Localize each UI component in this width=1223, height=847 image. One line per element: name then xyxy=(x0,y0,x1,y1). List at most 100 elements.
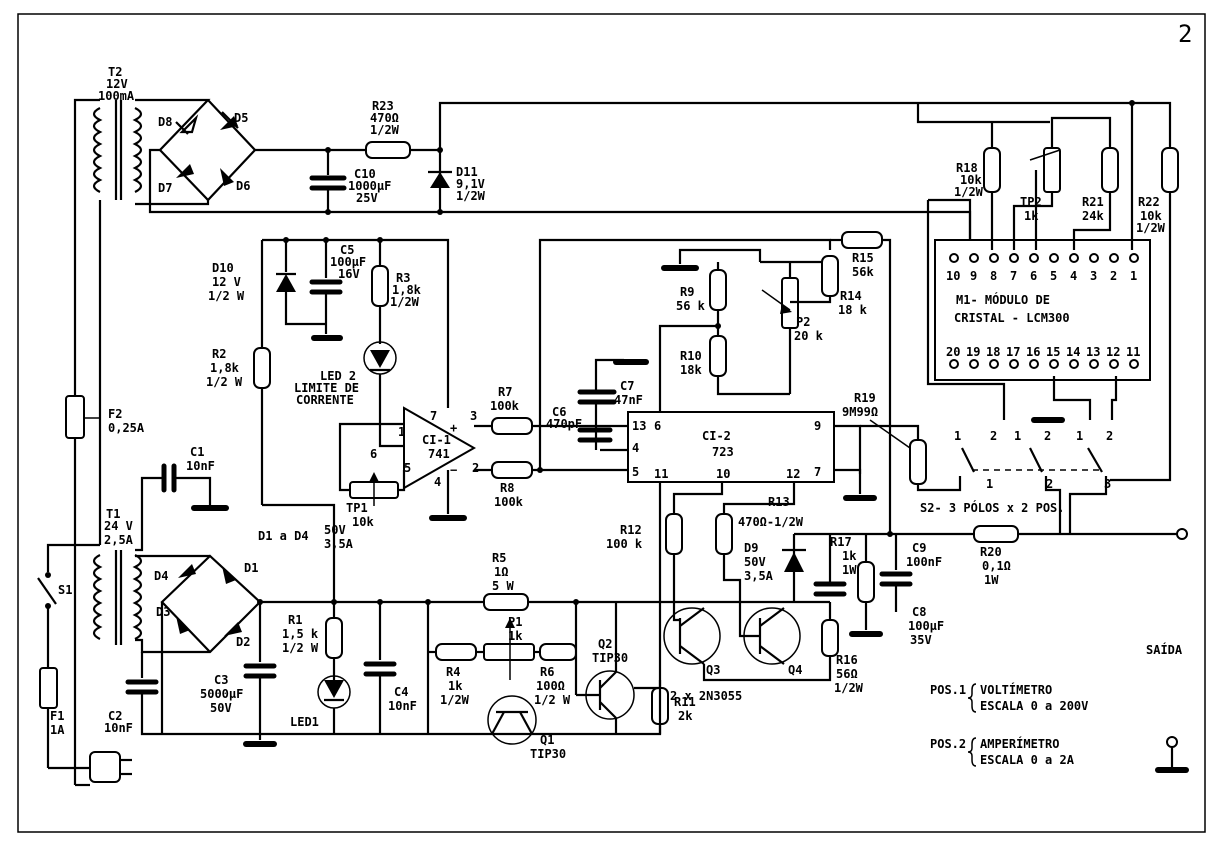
label-d10-name: D10 xyxy=(212,261,234,275)
m1-bottom-pin-20 xyxy=(949,359,959,369)
selector-switch-s2[interactable] xyxy=(961,447,1103,473)
label-tp1-name: TP1 xyxy=(346,501,368,515)
pin-s2-c2: 2 xyxy=(1106,429,1113,443)
output-terminal-ground[interactable] xyxy=(1166,736,1178,748)
brace-pos2 xyxy=(967,737,977,767)
label-r12-name: R12 xyxy=(620,523,642,537)
pin-ci1-7: 7 xyxy=(430,409,437,423)
pin-ci1-minus: − xyxy=(450,463,457,477)
label-r23-value: 470Ω xyxy=(370,111,399,125)
label-c5-value: 100μF xyxy=(330,255,366,269)
label-t1-name: T1 xyxy=(106,507,120,521)
label-r16-name: R16 xyxy=(836,653,858,667)
label-r20-power: 1W xyxy=(984,573,999,587)
pin-s2-c1: 1 xyxy=(1076,429,1083,443)
label-r1-power: 1/2 W xyxy=(282,641,319,655)
label-r2-value: 1,8k xyxy=(210,361,240,375)
m1-top-pin-label-1: 1 xyxy=(1130,269,1137,283)
m1-bottom-pin-label-13: 13 xyxy=(1086,345,1100,359)
fuse-f2 xyxy=(65,395,85,439)
pin-s2-a1: 1 xyxy=(954,429,961,443)
potentiometer-p1 xyxy=(483,643,535,661)
label-t1-voltage: 24 V xyxy=(104,519,133,533)
label-ci1-name: CI-1 xyxy=(422,433,451,447)
label-c6-name: C6 xyxy=(552,405,566,419)
output-terminal-positive[interactable] xyxy=(1176,528,1188,540)
pin-ci2-9: 9 xyxy=(814,419,821,433)
label-ci2-name: CI-2 xyxy=(702,429,731,443)
label-r3-name: R3 xyxy=(396,271,410,285)
label-d11-value: 9,1V xyxy=(456,177,485,191)
label-r11-value: 2k xyxy=(678,709,693,723)
label-led2-line1: LIMITE DE xyxy=(294,381,359,395)
label-c7-value: 47nF xyxy=(614,393,643,407)
label-d9-name: D9 xyxy=(744,541,758,555)
label-c10-name: C10 xyxy=(354,167,376,181)
frame-border xyxy=(17,13,1206,833)
mains-plug xyxy=(89,751,121,783)
label-d3: D3 xyxy=(156,605,170,619)
label-d6: D6 xyxy=(236,179,250,193)
label-r1-name: R1 xyxy=(288,613,302,627)
label-q2-type: TIP30 xyxy=(592,651,628,665)
label-r19-name: R19 xyxy=(854,391,876,405)
m1-bottom-pin-label-18: 18 xyxy=(986,345,1000,359)
label-r10-name: R10 xyxy=(680,349,702,363)
m1-top-pin-label-9: 9 xyxy=(970,269,977,283)
label-r17-power: 1W xyxy=(842,563,857,577)
label-c8-name: C8 xyxy=(912,605,926,619)
resistor-r9 xyxy=(709,269,727,311)
m1-top-pin-label-6: 6 xyxy=(1030,269,1037,283)
resistor-r12 xyxy=(665,513,683,555)
led-led1 xyxy=(324,680,344,698)
resistor-r22 xyxy=(1161,147,1179,193)
pin-ci1-4: 4 xyxy=(434,475,441,489)
label-t2-voltage: 12V xyxy=(106,77,128,91)
label-r7-value: 100k xyxy=(490,399,520,413)
m1-bottom-pin-12 xyxy=(1109,359,1119,369)
label-pos1: POS.1 xyxy=(930,683,966,697)
label-d10-value: 12 V xyxy=(212,275,241,289)
label-f1-name: F1 xyxy=(50,709,64,723)
label-pos2: POS.2 xyxy=(930,737,966,751)
label-r5-name: R5 xyxy=(492,551,506,565)
label-c9-value: 100nF xyxy=(906,555,942,569)
label-p2-value: 20 k xyxy=(794,329,824,343)
bridge-rectifier-d5-d8 xyxy=(135,98,257,206)
m1-bottom-pin-label-12: 12 xyxy=(1106,345,1120,359)
m1-bottom-pin-label-17: 17 xyxy=(1006,345,1020,359)
pin-ci1-1: 1 xyxy=(398,425,405,439)
label-ci2-type: 723 xyxy=(712,445,734,459)
m1-top-pin-5 xyxy=(1049,253,1059,263)
label-r22-value: 10k xyxy=(1140,209,1162,223)
resistor-r2 xyxy=(253,347,271,389)
pin-ci2-11: 11 xyxy=(654,467,668,481)
pin-ci2-5: 5 xyxy=(632,465,639,479)
label-r4-name: R4 xyxy=(446,665,460,679)
label-r5-power: 5 W xyxy=(492,579,514,593)
label-s1: S1 xyxy=(58,583,72,597)
opamp-ci1 xyxy=(403,406,477,490)
switch-s1[interactable] xyxy=(37,577,57,605)
label-r17-name: R17 xyxy=(830,535,852,549)
label-d11-power: 1/2W xyxy=(456,189,486,203)
label-c3-value: 5000μF xyxy=(200,687,243,701)
resistor-r20 xyxy=(973,525,1019,543)
label-pos1-scale: ESCALA 0 a 200V xyxy=(980,699,1088,713)
label-r20-name: R20 xyxy=(980,545,1002,559)
m1-top-pin-9 xyxy=(969,253,979,263)
label-r14-name: R14 xyxy=(840,289,862,303)
label-t1-current: 2,5A xyxy=(104,533,134,547)
resistor-r14 xyxy=(821,255,839,297)
transformer-t1 xyxy=(92,550,143,645)
label-c4-name: C4 xyxy=(394,685,408,699)
label-r10-value: 18k xyxy=(680,363,702,377)
label-p2-name: P2 xyxy=(796,315,810,329)
label-r19-value: 9M99Ω xyxy=(842,405,878,419)
label-c7-name: C7 xyxy=(620,379,634,393)
label-c3-name: C3 xyxy=(214,673,228,687)
label-q3-q4-type: 2 x 2N3055 xyxy=(670,689,742,703)
pin-ci2-13: 13 xyxy=(632,419,646,433)
